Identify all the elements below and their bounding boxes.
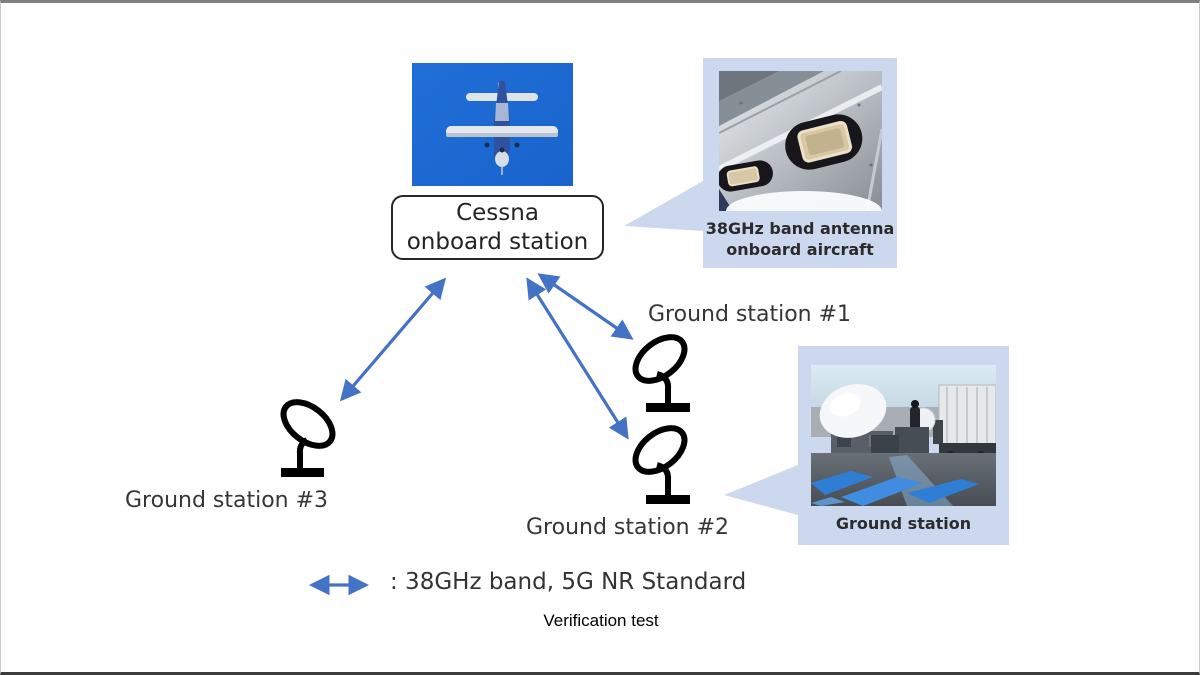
ground-station-1-label: Ground station #1	[648, 302, 852, 327]
ground-station-2-label: Ground station #2	[526, 515, 730, 540]
antenna-callout-pointer	[624, 181, 703, 231]
blue-mats	[811, 471, 979, 506]
truck-shape	[933, 384, 996, 461]
cessna-onboard-station-label: Cessna onboard station	[391, 195, 604, 260]
link-arrow-cessna-gs3	[339, 277, 447, 402]
cessna-aircraft-shape	[446, 81, 558, 175]
link-arrow-cessna-gs2	[526, 277, 629, 440]
verification-test-caption: Verification test	[543, 611, 659, 630]
aircraft-photo	[412, 63, 573, 186]
ground-station-photo-art	[811, 365, 996, 506]
ground-station-3-label: Ground station #3	[125, 488, 329, 513]
ground-station-photo	[811, 365, 996, 506]
aircraft-photo-art	[412, 63, 573, 186]
legend-label: : 38GHz band, 5G NR Standard	[390, 569, 747, 595]
link-arrow-cessna-gs1	[537, 273, 634, 340]
ground-callout-pointer	[724, 465, 798, 515]
antenna-callout: 38GHz band antenna onboard aircraft	[703, 58, 897, 268]
small-antenna-opening	[719, 160, 773, 192]
person-shape	[910, 400, 920, 432]
large-antenna-opening	[785, 114, 863, 170]
gs1-dish-icon	[632, 334, 690, 412]
ground-callout-caption: Ground station	[835, 514, 972, 533]
antenna-caption-line1: 38GHz band antenna	[705, 219, 895, 238]
antenna-photo	[719, 71, 882, 211]
cessna-label-line2: onboard station	[406, 228, 589, 255]
antenna-caption-line2: onboard aircraft	[726, 240, 874, 259]
ground-station-callout: Ground station	[798, 346, 1009, 545]
gs2-dish-icon	[632, 425, 690, 504]
antenna-photo-art	[719, 71, 882, 211]
cessna-label-line1: Cessna	[456, 199, 539, 226]
gs3-dish-icon	[280, 399, 336, 477]
